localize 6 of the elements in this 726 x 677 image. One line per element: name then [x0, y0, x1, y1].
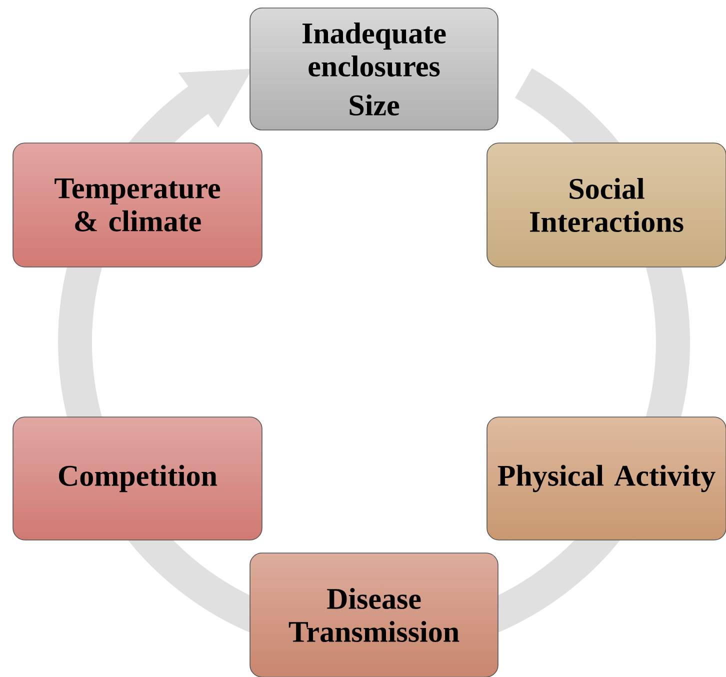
process-box: Inadequate enclosures Size [250, 8, 498, 130]
process-box: Temperature & climate [12, 142, 262, 268]
process-box: Disease Transmission [250, 552, 498, 677]
process-box: Competition [12, 416, 262, 540]
process-box: Physical Activity [486, 416, 726, 540]
process-box: Social Interactions [486, 142, 726, 268]
